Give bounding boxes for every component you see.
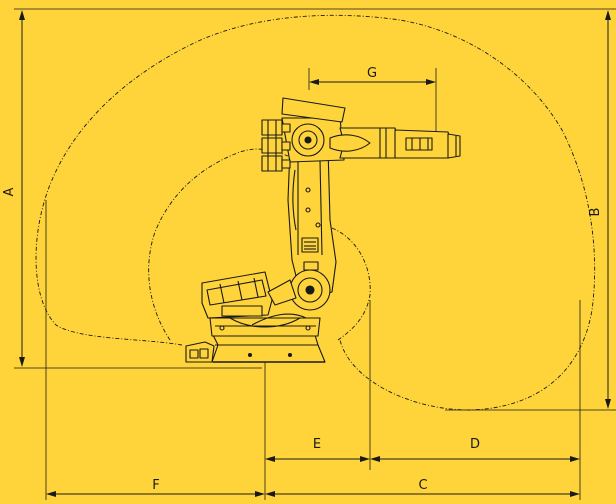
dim-label-d: D	[470, 437, 480, 452]
robot-turret	[209, 317, 321, 337]
inner-minimum-arc	[331, 227, 371, 341]
forearm-motors	[261, 119, 291, 172]
inner-reach-envelope	[148, 148, 289, 341]
dim-label-c: C	[418, 478, 427, 493]
dimension-labels: A B G E D F C	[2, 66, 603, 493]
work-envelope	[35, 14, 596, 411]
dim-label-e: E	[313, 437, 321, 452]
robot-arm	[185, 97, 461, 363]
shoulder-joint	[267, 269, 331, 311]
counterbalance-unit	[201, 271, 273, 319]
wrist-unit	[394, 129, 461, 159]
dim-label-f: F	[152, 478, 159, 493]
cable-harness	[251, 169, 307, 326]
outer-reach-envelope	[35, 14, 596, 411]
lower-arm	[287, 147, 337, 301]
dim-label-b: B	[588, 208, 603, 217]
dimension-lines	[19, 10, 611, 497]
robot-base	[185, 334, 326, 363]
dim-label-g: G	[367, 66, 377, 81]
elbow-housing	[281, 97, 346, 163]
dim-label-a: A	[2, 187, 17, 196]
extension-lines	[14, 8, 616, 500]
